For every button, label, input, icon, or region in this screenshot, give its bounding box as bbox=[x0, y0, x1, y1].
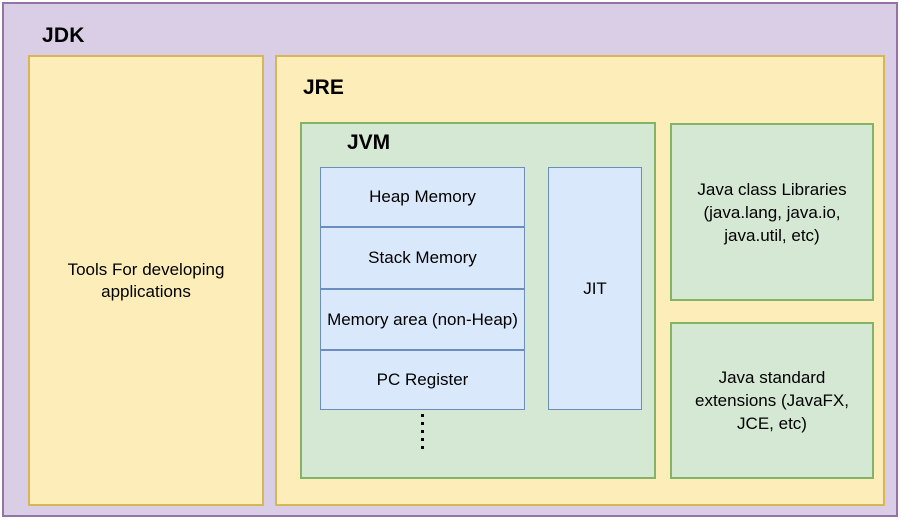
ellipsis-dot bbox=[421, 446, 424, 449]
jdk-tools-label: Tools For developing applications bbox=[67, 259, 225, 301]
java-class-libraries-label: Java class Libraries (java.lang, java.io… bbox=[697, 179, 847, 245]
jvm-label: JVM bbox=[347, 131, 391, 154]
jdk-tools-box: Tools For developing applications bbox=[28, 55, 264, 506]
ellipsis-dot bbox=[421, 414, 424, 417]
jvm-memory-row-label: Heap Memory bbox=[369, 187, 476, 206]
jvm-memory-row-non-heap: Memory area (non-Heap) bbox=[320, 289, 525, 350]
jvm-jit-label: JIT bbox=[583, 278, 607, 298]
ellipsis-dot bbox=[421, 430, 424, 433]
java-standard-extensions-box: Java standard extensions (JavaFX, JCE, e… bbox=[670, 322, 874, 479]
jvm-memory-row-heap: Heap Memory bbox=[320, 167, 525, 227]
jvm-memory-row-label: Memory area (non-Heap) bbox=[327, 309, 518, 329]
java-standard-extensions-label: Java standard extensions (JavaFX, JCE, e… bbox=[694, 368, 849, 433]
jdk-label: JDK bbox=[42, 24, 85, 47]
jvm-memory-row-label: PC Register bbox=[376, 370, 469, 389]
jre-label: JRE bbox=[303, 76, 344, 99]
ellipsis-dot bbox=[421, 438, 424, 441]
jvm-memory-row-stack: Stack Memory bbox=[320, 227, 525, 289]
jvm-memory-row-label: Stack Memory bbox=[368, 248, 477, 267]
vertical-ellipsis-icon bbox=[320, 414, 525, 449]
jvm-jit-box: JIT bbox=[548, 167, 642, 410]
ellipsis-dot bbox=[421, 422, 424, 425]
jvm-memory-row-pc-register: PC Register bbox=[320, 350, 525, 410]
java-class-libraries-box: Java class Libraries (java.lang, java.io… bbox=[670, 123, 874, 301]
